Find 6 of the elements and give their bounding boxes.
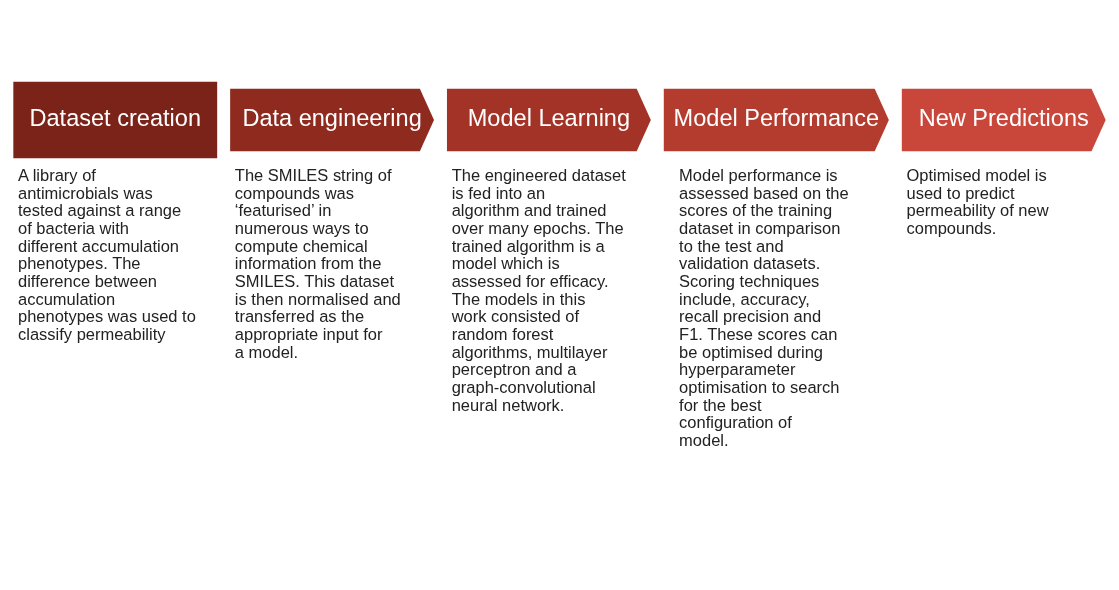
node-label: Model performance is assessed based on the scores of the training dataset in comparison to the test and validation datasets. Scoring techniques include, accuracy, recall precision and F1. These scores can be optimised during hyperparameter optimisation to search for the best configuration of model. [679,165,849,450]
node-label: A library of antimicrobials was tested against a range of bacteria with different accumulation phenotypes. The difference between accumulation phenotypes was used to classify permeability [18,165,196,344]
node-label: The SMILES string of compounds was ‘featurised’ in numerous ways to compute chemical information from the SMILES. This dataset is then normalised and transferred as the appropriate input for a model. [234,165,401,361]
node-box: Dataset creation [13,81,218,159]
node-label: The engineered dataset is fed into an algorithm and trained over many epochs. The trained algorithm is a model which is assessed for efficacy. The models in this work consisted of random forest algorithms, multilayer perceptron and a graph-convolutional neural network. [451,165,626,414]
node-label: Optimised model is used to predict permeability of new compounds. [906,165,1049,237]
